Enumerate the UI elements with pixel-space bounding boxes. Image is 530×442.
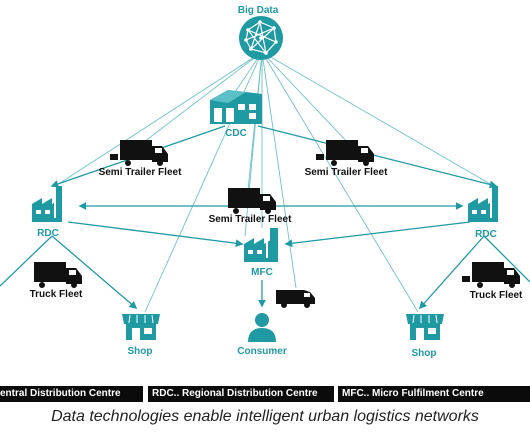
truck-fleet-right: Truck Fleet [462,262,523,301]
rdc-left-label: RDC [37,228,59,239]
semi-trailer-left: Semi Trailer Fleet [99,140,182,178]
mfc-label: MFC [251,267,273,278]
mfc-node: MFC [244,228,278,278]
shop-right-node: Shop [406,314,444,359]
truck-icon [462,262,520,288]
big-data-label: Big Data [238,5,279,16]
warehouse-icon [210,90,262,124]
legend-mfc: MFC.. Micro Fulfilment Centre [338,386,530,402]
delivery-van-icon [276,290,315,308]
semi-center-label: Semi Trailer Fleet [209,214,292,225]
cdc-node: CDC [210,90,262,139]
truck-right-label: Truck Fleet [470,290,523,301]
legend-cdc: entral Distribution Centre [0,386,143,402]
data-lines [56,51,493,313]
big-data-node: Big Data [238,5,283,60]
factory-icon [468,186,498,222]
truck-icon [110,140,168,166]
truck-icon [34,262,82,288]
semi-right-label: Semi Trailer Fleet [305,167,388,178]
store-icon [122,314,160,340]
factory-icon [244,228,278,262]
truck-left-label: Truck Fleet [30,289,83,300]
legend-rdc: RDC.. Regional Distribution Centre [148,386,334,402]
truck-icon [316,140,374,166]
truck-fleet-left: Truck Fleet [30,262,83,300]
factory-icon [32,186,62,222]
truck-icon [228,188,276,214]
cdc-label: CDC [225,128,247,139]
semi-left-label: Semi Trailer Fleet [99,167,182,178]
rdc-right-label: RDC [475,229,497,240]
consumer-node: Consumer [237,313,287,357]
shop-right-label: Shop [412,348,437,359]
shop-left-node: Shop [122,314,160,357]
semi-trailer-center: Semi Trailer Fleet [209,188,292,225]
shop-left-label: Shop [128,346,153,357]
neural-network-icon [239,16,283,60]
rdc-right-node: RDC [468,186,498,240]
store-icon [406,314,444,340]
caption: Data technologies enable intelligent urb… [51,408,479,425]
rdc-left-node: RDC [32,186,62,239]
consumer-label: Consumer [237,346,287,357]
semi-trailer-right: Semi Trailer Fleet [305,140,388,178]
person-icon [248,313,276,342]
